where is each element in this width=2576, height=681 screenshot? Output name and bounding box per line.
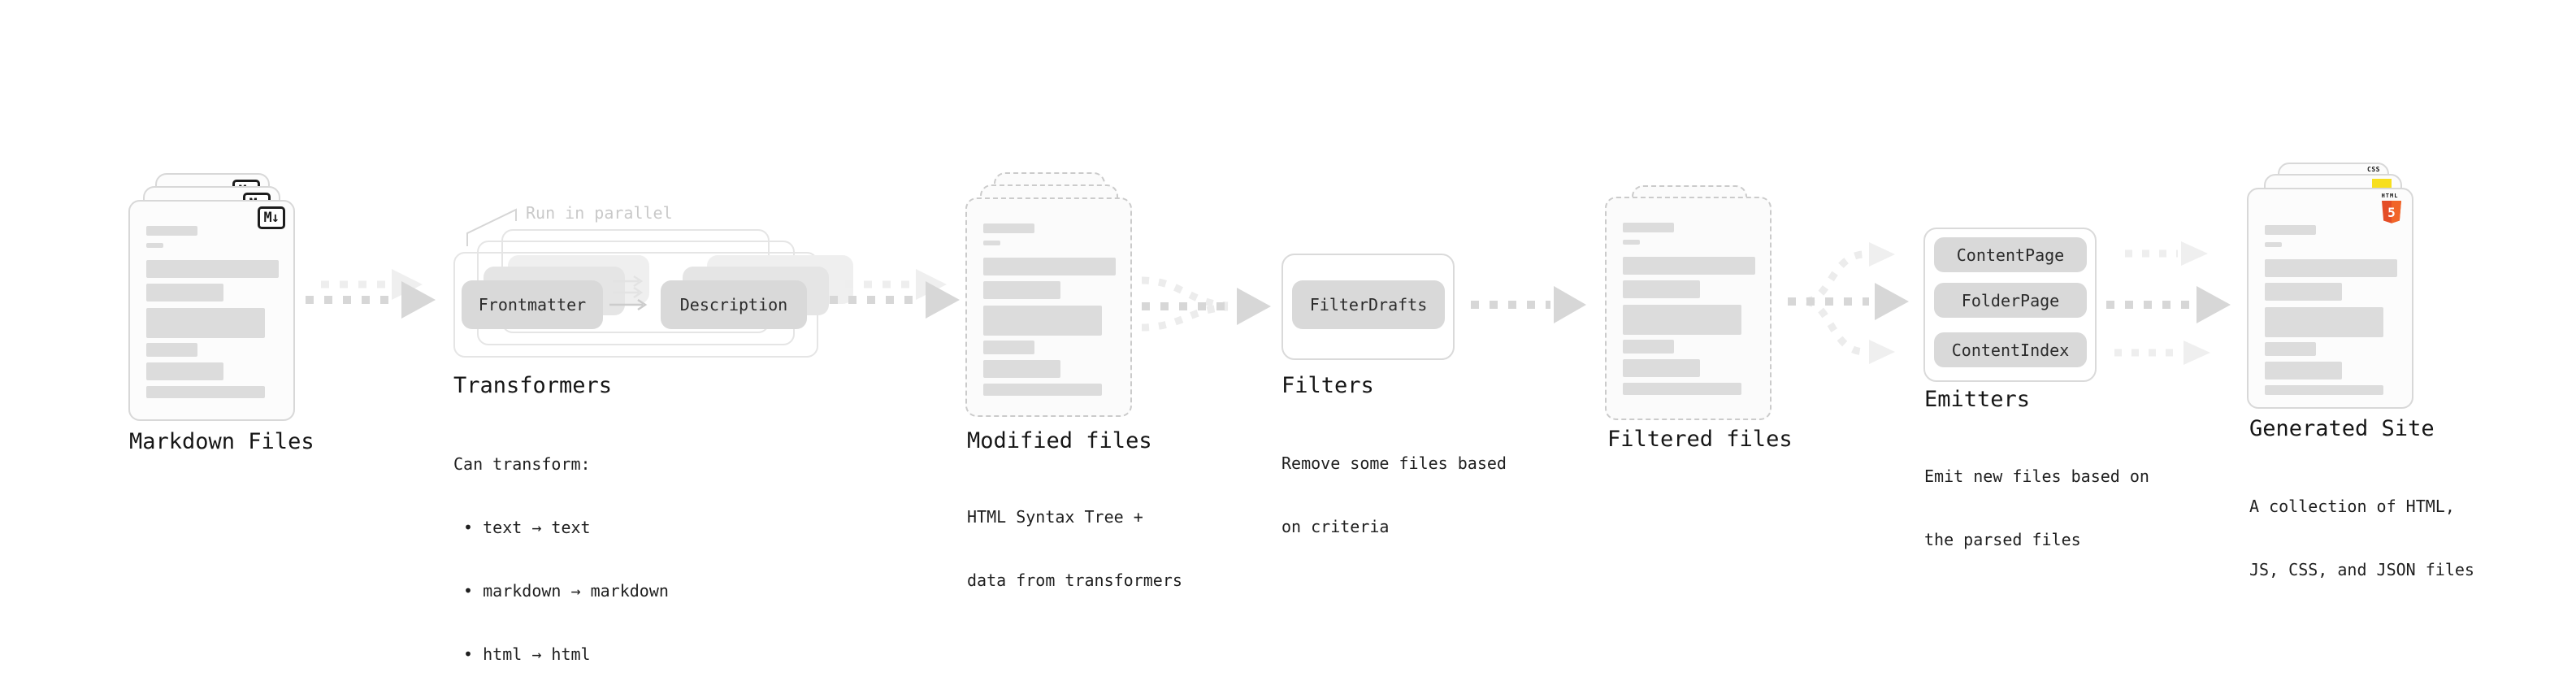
skeleton-line — [146, 243, 163, 248]
document-skeleton — [2265, 225, 2397, 395]
document-skeleton — [983, 223, 1116, 396]
skeleton-line — [1623, 257, 1755, 275]
modified-file-front — [965, 197, 1132, 417]
emitter-content-page-pill: ContentPage — [1934, 237, 2087, 272]
skeleton-line — [1623, 280, 1700, 298]
skeleton-line — [983, 281, 1060, 299]
parallel-arrows-icon — [609, 275, 648, 311]
skeleton-line — [983, 306, 1102, 336]
markdown-file-front: M↓ — [128, 200, 295, 421]
generated-site-heading: Generated Site — [2249, 416, 2435, 441]
transformers-description: Can transform: • text → text • markdown … — [453, 411, 669, 681]
generated-site-description: A collection of HTML, JS, CSS, and JSON … — [2249, 453, 2474, 622]
skeleton-line — [146, 308, 265, 338]
modified-files-heading: Modified files — [967, 428, 1152, 453]
filtered-files-label: Filtered files — [1607, 427, 1793, 452]
description-line: JS, CSS, and JSON files — [2249, 560, 2474, 579]
emitters-heading: Emitters — [1924, 387, 2031, 412]
filters-heading: Filters — [1281, 373, 1374, 398]
js-icon — [2372, 179, 2392, 190]
transformers-heading: Transformers — [453, 373, 613, 398]
description-line: A collection of HTML, — [2249, 497, 2455, 516]
skeleton-line — [983, 384, 1102, 396]
document-skeleton — [1623, 223, 1755, 395]
skeleton-line — [1623, 383, 1741, 395]
filtered-file-front — [1605, 197, 1772, 420]
description-line: Can transform: — [453, 454, 591, 474]
skeleton-line — [2265, 385, 2383, 395]
generated-file-html: HTML 5 — [2247, 188, 2413, 409]
skeleton-line — [983, 340, 1034, 354]
skeleton-line — [2265, 283, 2342, 301]
skeleton-line — [1623, 340, 1674, 354]
run-in-parallel-label: Run in parallel — [526, 203, 673, 223]
skeleton-line — [983, 223, 1034, 233]
html5-number: 5 — [2387, 205, 2396, 220]
skeleton-line — [983, 258, 1116, 275]
emitter-content-index-pill: ContentIndex — [1934, 332, 2087, 367]
arrow-markdown-to-transformers — [306, 269, 436, 319]
description-line: the parsed files — [1924, 530, 2081, 549]
description-line: Remove some files based — [1281, 453, 1507, 473]
skeleton-line — [2265, 242, 2282, 247]
callout-leader-line — [466, 208, 517, 246]
skeleton-line — [2265, 307, 2383, 337]
markdown-files-label: Markdown Files — [129, 429, 314, 454]
filters-description: Remove some files based on criteria — [1281, 410, 1507, 579]
arrow-modified-to-filters-merge — [1141, 276, 1271, 332]
skeleton-line — [2265, 342, 2316, 356]
emitter-folder-page-pill: FolderPage — [1934, 283, 2087, 318]
skeleton-line — [2265, 259, 2397, 277]
html5-icon: HTML 5 — [2378, 193, 2402, 227]
skeleton-line — [1623, 223, 1674, 232]
arrow-filtered-to-emitters-fanout — [1788, 242, 1909, 364]
markdown-icon: M↓ — [257, 206, 285, 229]
skeleton-line — [146, 343, 197, 357]
skeleton-line — [983, 360, 1060, 378]
transformer-description-pill: Description — [661, 280, 807, 329]
arrow-emitters-to-generated — [2106, 241, 2231, 365]
document-skeleton — [146, 226, 279, 398]
skeleton-line — [2265, 362, 2342, 380]
description-line: data from transformers — [967, 570, 1182, 590]
modified-files-description: HTML Syntax Tree + data from transformer… — [967, 464, 1182, 633]
description-line: HTML Syntax Tree + — [967, 507, 1143, 527]
arrow-transformers-to-modified — [830, 269, 960, 319]
skeleton-line — [146, 284, 223, 301]
filter-drafts-pill: FilterDrafts — [1292, 280, 1445, 329]
skeleton-line — [983, 241, 1000, 245]
transformer-frontmatter-pill: Frontmatter — [462, 280, 603, 329]
skeleton-line — [2265, 225, 2316, 235]
description-line: on criteria — [1281, 517, 1390, 536]
skeleton-line — [146, 260, 279, 278]
skeleton-line — [1623, 305, 1741, 335]
skeleton-line — [146, 362, 223, 380]
skeleton-line — [1623, 359, 1700, 377]
skeleton-line — [146, 386, 265, 398]
html5-shield: 5 — [2382, 201, 2401, 223]
description-line: • text → text — [453, 518, 591, 537]
skeleton-line — [146, 226, 197, 236]
emitters-description: Emit new files based on the parsed files — [1924, 423, 2149, 592]
html5-icon-label: HTML — [2381, 193, 2399, 199]
description-line: • markdown → markdown — [453, 581, 669, 601]
arrow-filters-to-filtered — [1471, 286, 1586, 323]
description-line: Emit new files based on — [1924, 466, 2149, 486]
skeleton-line — [1623, 240, 1640, 245]
description-line: • html → html — [453, 644, 591, 664]
